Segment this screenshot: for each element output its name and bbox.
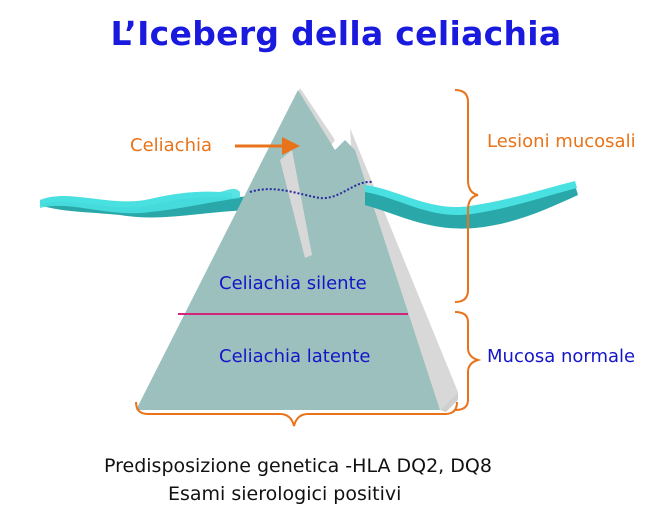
label-celiachia-silente: Celiachia silente xyxy=(219,273,367,294)
brace-bottom xyxy=(454,311,482,411)
label-mucosa-normale: Mucosa normale xyxy=(487,346,636,367)
brace-top xyxy=(454,89,479,303)
water-line-dotted xyxy=(249,180,373,200)
water-front xyxy=(365,185,578,229)
label-lesioni-mucosali: Lesioni mucosali xyxy=(487,131,636,152)
water-front-top xyxy=(365,181,577,216)
footer-line-1: Predisposizione genetica -HLA DQ2, DQ8 xyxy=(104,455,492,477)
arrow-head xyxy=(282,137,300,155)
iceberg-crevasse xyxy=(280,150,312,258)
water-left-front xyxy=(40,188,240,214)
brace-base xyxy=(135,401,458,427)
iceberg-body xyxy=(136,90,440,410)
iceberg-shadow-base xyxy=(440,392,458,412)
label-celiachia-latente: Celiachia latente xyxy=(219,346,371,367)
label-celiachia: Celiachia xyxy=(130,135,213,156)
footer-line-2: Esami sierologici positivi xyxy=(168,483,402,505)
page-title: L’Iceberg della celiachia xyxy=(110,14,562,53)
